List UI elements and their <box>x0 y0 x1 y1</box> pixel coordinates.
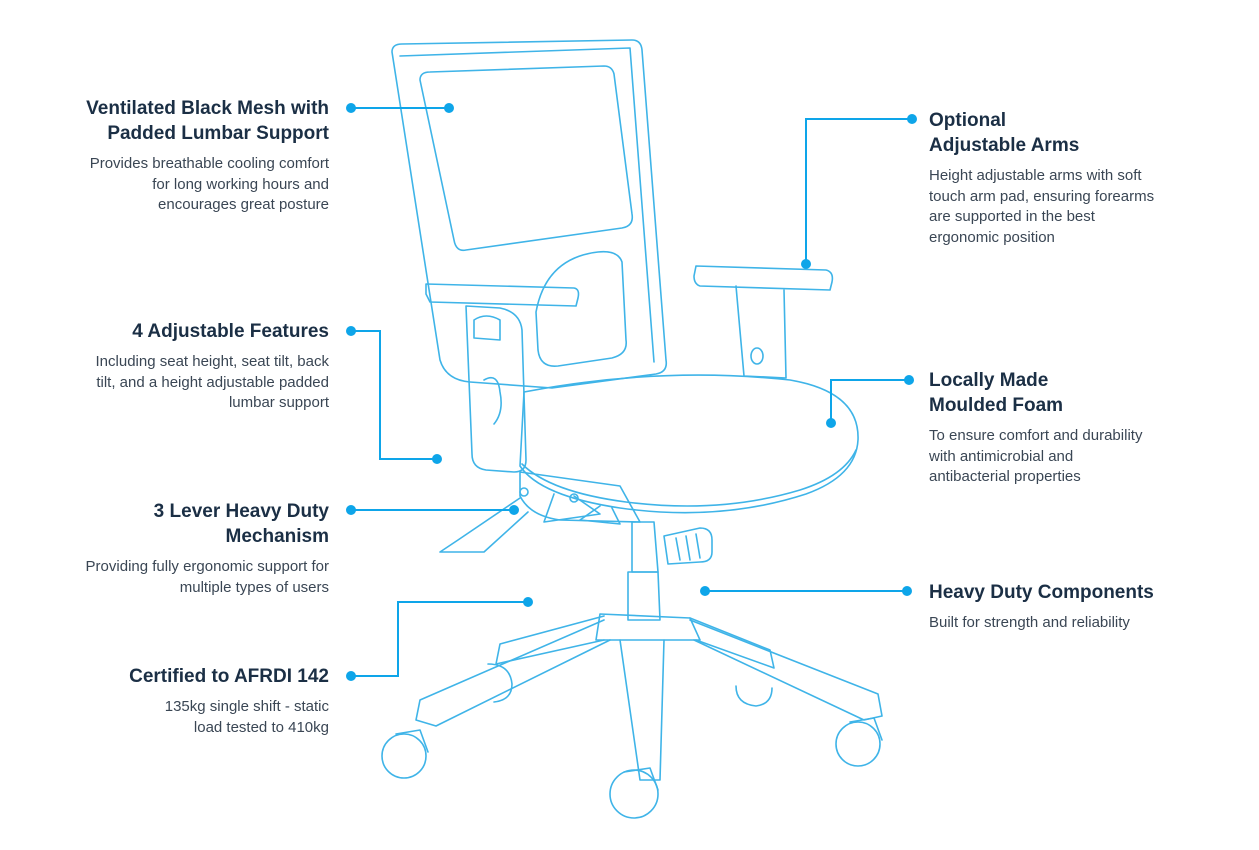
mechanism-body <box>519 471 641 523</box>
base-arm-back-right <box>689 617 775 669</box>
dot-mechanism-label <box>346 505 356 515</box>
feature-mesh-desc: Provides breathable cooling comfort for … <box>89 155 329 213</box>
base-arm-back-left <box>495 615 605 665</box>
castor-back-right <box>735 685 773 707</box>
leader-foam <box>830 379 909 423</box>
feature-foam: Locally Made Moulded Foam To ensure comf… <box>929 368 1149 488</box>
feature-mechanism-title: 3 Lever Heavy Duty Mechanism <box>153 501 329 547</box>
dot-mechanism-target <box>509 505 519 515</box>
right-armrest-post <box>735 285 787 379</box>
feature-certified-title: Certified to AFRDI 142 <box>129 666 329 687</box>
backrest-frame-inner <box>399 47 655 363</box>
feature-mesh-title: Ventilated Black Mesh with Padded Lumbar… <box>86 98 329 144</box>
dot-mesh-target <box>444 103 454 113</box>
dot-certified-target <box>523 597 533 607</box>
lever-2 <box>543 493 601 523</box>
tension-knob <box>663 527 713 565</box>
feature-components-desc: Built for strength and reliability <box>929 614 1130 631</box>
castor-front <box>609 769 659 819</box>
dot-arms-label <box>907 114 917 124</box>
dot-mesh-label <box>346 103 356 113</box>
base-hub <box>595 613 701 641</box>
feature-certified: Certified to AFRDI 142 135kg single shif… <box>89 664 329 738</box>
left-armrest-pad <box>425 283 580 307</box>
dot-adjustable-label <box>346 326 356 336</box>
feature-foam-desc: To ensure comfort and durability with an… <box>929 427 1143 485</box>
feature-adjustable-title: 4 Adjustable Features <box>132 321 329 342</box>
base-arm-right <box>689 619 883 721</box>
feature-mechanism-desc: Providing fully ergonomic support for mu… <box>85 558 329 596</box>
feature-adjustable: 4 Adjustable Features Including seat hei… <box>79 319 329 414</box>
dot-components-label <box>902 586 912 596</box>
right-armrest-pad <box>693 265 834 291</box>
castor-right <box>835 721 881 767</box>
feature-mechanism: 3 Lever Heavy Duty Mechanism Providing f… <box>69 499 329 598</box>
backrest-frame <box>391 39 668 389</box>
leader-adjustable <box>351 330 437 460</box>
dot-arms-target <box>801 259 811 269</box>
gas-lift <box>631 521 659 573</box>
feature-arms: Optional Adjustable Arms Height adjustab… <box>929 108 1169 248</box>
dot-certified-label <box>346 671 356 681</box>
gas-lift-cover <box>627 571 661 621</box>
base-arm-front <box>619 639 665 781</box>
feature-foam-title: Locally Made Moulded Foam <box>929 370 1064 416</box>
base-arm-left <box>415 619 611 727</box>
feature-mesh: Ventilated Black Mesh with Padded Lumbar… <box>29 96 329 216</box>
feature-arms-desc: Height adjustable arms with soft touch a… <box>929 167 1155 246</box>
dot-foam-label <box>904 375 914 385</box>
feature-arms-title: Optional Adjustable Arms <box>929 110 1080 156</box>
lever-1 <box>439 497 529 553</box>
mesh-panel <box>419 65 634 252</box>
seat-cushion <box>519 374 859 514</box>
lumbar-pad <box>535 250 628 367</box>
dot-foam-target <box>826 418 836 428</box>
leader-certified <box>351 601 528 677</box>
castor-left <box>381 733 427 779</box>
left-armrest-post <box>465 305 527 473</box>
feature-components-title: Heavy Duty Components <box>929 582 1154 603</box>
dot-adjustable-target <box>432 454 442 464</box>
leader-arms <box>805 118 912 264</box>
feature-components: Heavy Duty Components Built for strength… <box>929 580 1229 634</box>
castor-back-left <box>487 663 513 703</box>
feature-certified-desc: 135kg single shift - static load tested … <box>164 698 329 736</box>
feature-adjustable-desc: Including seat height, seat tilt, back t… <box>95 353 329 411</box>
lever-3 <box>579 505 621 525</box>
dot-components-target <box>700 586 710 596</box>
